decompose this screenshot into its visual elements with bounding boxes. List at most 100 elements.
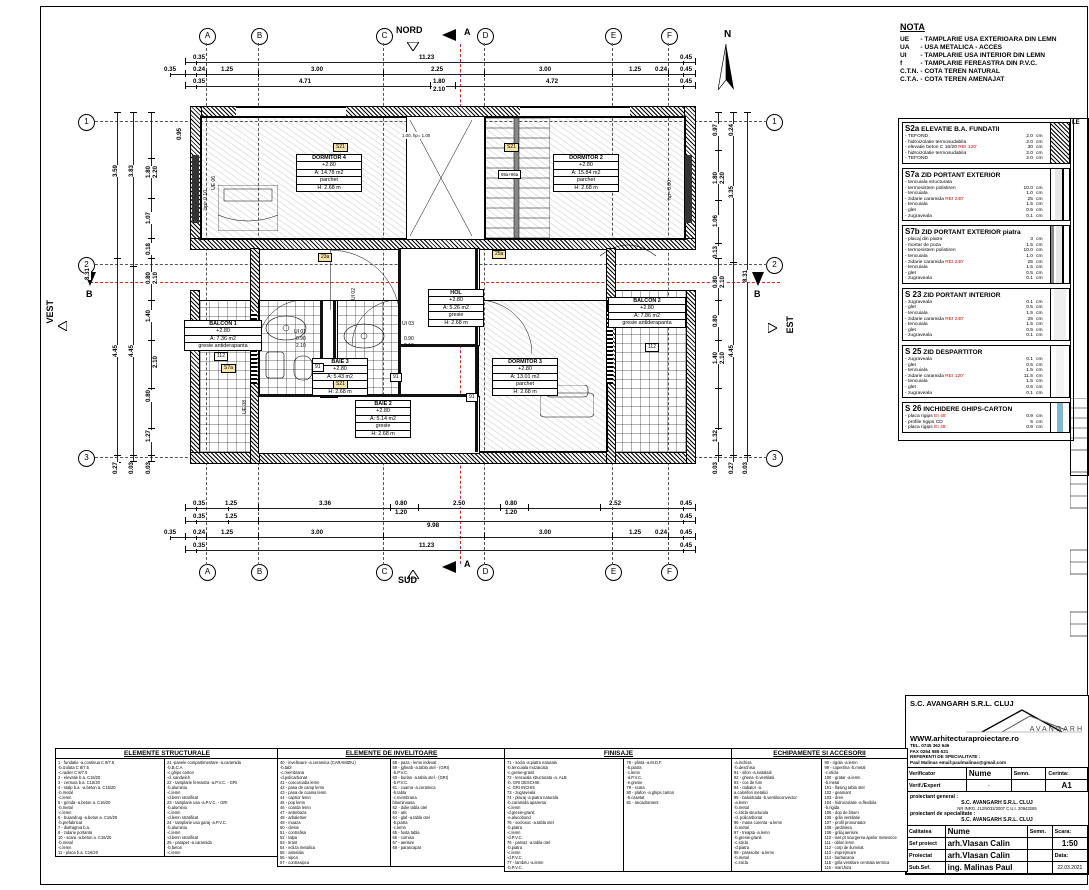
legend-line: 41 - coscoroaba lemn [280,780,320,785]
legend-line: 24 - tamplarie usa garaj -a.P.V.C. [167,820,227,825]
spec-layer-value: 1.0 [1026,191,1033,197]
spec-layer-fire-rating: REI 240' [943,196,964,202]
cell-sef-semn [1026,837,1053,851]
grid-line-a [206,43,207,565]
legend-line: 21 -panele compartimentare -a.caramida [167,760,241,765]
legend-line: 68 - parascapat [392,845,421,850]
grid-bubble-e-top: E [605,28,622,45]
spec-layer-name: - TEFOND [905,134,929,139]
legend-finisaje-col1: 71 - socla -a.piatra naturala -b.tencuia… [505,759,625,871]
dim-left-c3 [151,112,152,462]
legend-line: -d.lemn stratificat [167,795,199,800]
cell-semn-empty [1010,779,1047,793]
room-label-balcon-1: BALCON 1 +2.80 A: 7.36 m2 gresie antider… [184,320,262,351]
legend-finisaje-col2: 78 - plinta -a.M.D.F. -b.piatra -c.lemn … [624,759,732,871]
sheet-border-left [40,6,41,884]
spec-layer-unit: cm [1036,145,1043,151]
legend-line: -d.lemn stratificat [167,815,199,820]
spec-layer-value: 0.5 [1026,327,1033,333]
spec-layer-value: 0.1 [1026,299,1033,305]
grid-bubble-b-top: B [251,28,268,45]
tag-ue-08: UE 08 [242,400,248,414]
legend-line: -b.piatra [507,825,523,830]
nota-dash: - [920,52,923,59]
dim-left-c3-8: 0.80 [145,390,152,403]
section-a-arrow-top [440,28,456,46]
title-row-header: Verificator Nume Semn. Cerinta: [906,767,1088,781]
legend-line: 76 - parvaz -a.tabla otel [507,840,551,845]
dim-bot-r1-3: 0.80 [394,500,409,507]
room-label-baie-2: BAIE 2 +2.80 A: 5.14 m2 gresie H: 2.68 m [355,400,411,439]
tag-112-balcon2: 112 [645,343,659,352]
legend-line: a.caloriferi metalici [734,790,768,795]
dim-top-r2-2: 1.25 [220,66,235,73]
cell-verif-value: - [965,779,1012,793]
grid-bubble-c-top: C [376,28,393,45]
legend-line: 105 - dop de bitum [824,810,859,815]
spec-layer-name: - glet [905,305,916,311]
room-hol-level: +2.80 [429,297,483,305]
tag-ui-02: UI 02 [351,288,357,300]
legend-line: bituminoasa [392,800,415,805]
title-website: WWW.arhitecturaproiectare.ro [910,734,1019,743]
title-fax: FAX 0264 585 621 [910,748,949,754]
spec-title: ZID PORTANT EXTERIOR [919,171,1001,179]
spec-layer-value: 10.0 [1023,185,1033,191]
legend-line: -d.policarbonat [280,775,308,780]
legend-line: 5 - grinda -a.beton a. C16/20 [58,800,111,805]
spec-layer-value: 0.1 [1026,276,1033,282]
dim-bot-r1-2: 3.36 [318,500,333,507]
spec-layer-fire-rating: EI 45' [932,425,947,431]
legend-line: 49 - moaza [280,820,301,825]
bathroom-fixtures-baie3 [262,306,318,397]
dim-bot-r3-2: 1.25 [220,529,235,536]
spec-layer-unit: cm [1036,425,1043,431]
legend-line: 79 - scara [626,785,645,790]
legend-line: -b.casetat [626,795,645,800]
spec-header: S2a ELEVATIE B.A. FUNDATII [905,124,1048,133]
legend-line: 101 - flasing tabla otel [824,785,865,790]
room-3-finish: parchet [493,381,557,389]
dim-top-r3-5: 0.45 [679,78,694,85]
dim-bot-r4-0: 0.35 [192,542,207,549]
legend-line: -c.membrana [280,770,305,775]
legend-line: 116 - marchiza [824,865,852,870]
spec-layer-table: - tencuiala structurata- termosistem pol… [905,180,1048,219]
legend-line: 103 - dren [824,795,844,800]
legend-line: 64 - glaf -a.tabla otel [392,815,430,820]
section-b-label-right: B [754,289,761,299]
spec-layer-value: 25 [1027,259,1033,265]
spec-layer-name: - glet [905,207,916,213]
nota-row: C.T.N. - COTA TEREN NATURAL [900,68,1059,76]
spec-layer-value: 11.5 [1023,373,1033,379]
legend-line: 4 - stalp b.a. -a.beton a. C16/20 [58,785,116,790]
legend-line: -d.P.V.C. [507,835,523,840]
spec-layer-name: - profile rigips CD [905,419,943,425]
legend-line: 73 - zugraveala [507,790,536,795]
legend-line: -c.lemn [626,770,640,775]
nota-panel: NOTA UE - TAMPLARIE USA EXTERIOARA DIN L… [900,22,1086,84]
sud-arrow-icon [406,566,420,584]
legend-line: 11 - placa b.a. C16/20 [58,850,98,855]
spec-layer-name: - placa rigips EI 45' [905,425,947,431]
nota-row: C.T.A. - COTA TEREN AMENAJAT [900,76,1059,84]
room-baie2-name: BAIE 2 [356,401,410,409]
room-label-balcon-2: BALCON 2 +2.80 A: 7.86 m2 gresie antider… [608,297,686,328]
spec-layer-unit: cm [1036,202,1043,208]
legend-line: 50 - cleste [280,825,299,830]
proiectant-spec-label: proiectant de specialitate : [910,811,976,818]
grid-line-c [383,43,384,565]
dim-right-c1-8: 1.40 [712,352,719,365]
legend-line: -c.lemn [58,795,72,800]
dim-top-r1-1: 11.23 [418,54,436,61]
legend-line: 10 - scara -a.beton a. C16/20 [58,835,112,840]
spec-body: S 26 INCHIDERE GHIPS-CARTON- placa rigip… [903,403,1050,432]
nota-code: UI [900,52,907,59]
